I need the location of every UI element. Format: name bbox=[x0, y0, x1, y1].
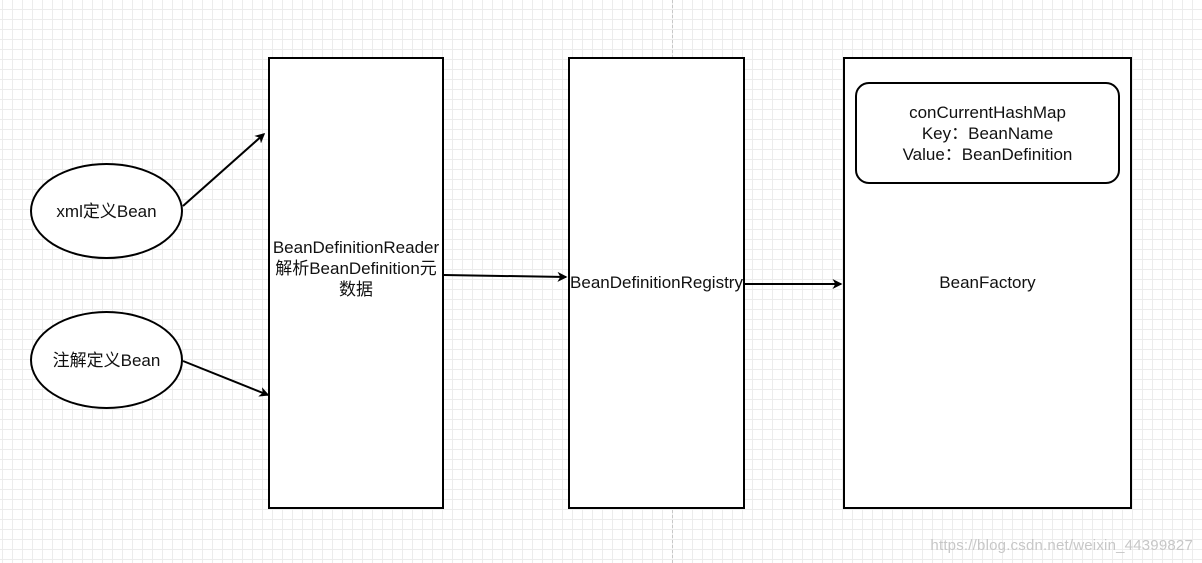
annotation-bean-ellipse[interactable]: 注解定义Bean bbox=[30, 311, 183, 409]
bean-factory-label: BeanFactory bbox=[939, 272, 1036, 292]
hashmap-label-line2: Key：BeanName bbox=[921, 123, 1054, 143]
reader-label-line1: BeanDefinitionReader bbox=[272, 237, 440, 257]
annotation-bean-label: 注解定义Bean bbox=[52, 350, 161, 370]
hashmap-label-line3: Value：BeanDefinition bbox=[902, 144, 1073, 164]
reader-label-line3: 数据 bbox=[339, 279, 373, 299]
concurrent-hashmap-box[interactable]: conCurrentHashMap Key：BeanName Value：Bea… bbox=[855, 82, 1120, 184]
bean-definition-reader-box[interactable]: BeanDefinitionReader 解析BeanDefinition元 数… bbox=[268, 57, 444, 509]
arrow-xml-to-reader bbox=[182, 133, 266, 207]
watermark-text: https://blog.csdn.net/weixin_44399827 bbox=[930, 537, 1193, 554]
reader-label-line2: 解析BeanDefinition元 bbox=[275, 258, 437, 278]
arrow-annotation-to-reader bbox=[182, 360, 270, 397]
hashmap-label-line1: conCurrentHashMap bbox=[909, 102, 1066, 122]
registry-label: BeanDefinitionRegistry bbox=[570, 272, 743, 292]
bean-definition-registry-box[interactable]: BeanDefinitionRegistry bbox=[568, 57, 745, 509]
xml-bean-label: xml定义Bean bbox=[56, 201, 157, 221]
xml-bean-ellipse[interactable]: xml定义Bean bbox=[30, 163, 183, 259]
arrow-reader-to-registry bbox=[443, 271, 568, 282]
